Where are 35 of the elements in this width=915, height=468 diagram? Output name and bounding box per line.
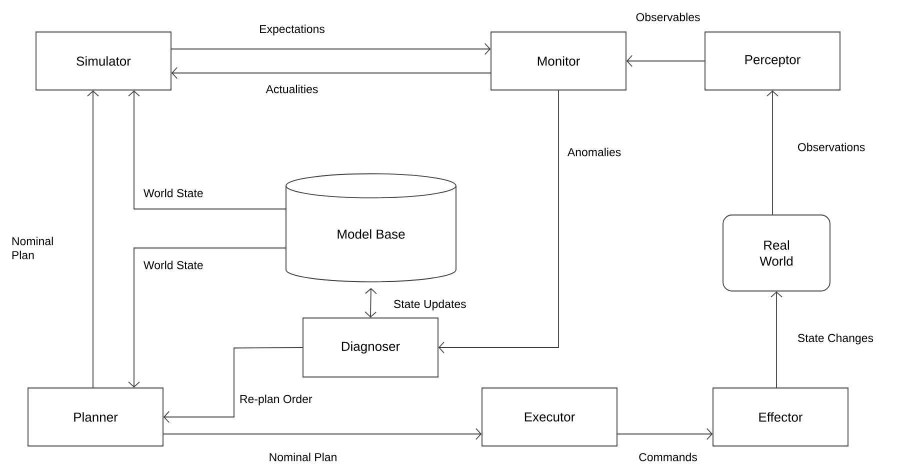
- process-box: Monitor: [490, 32, 626, 90]
- edge-label: Nominal Plan: [12, 236, 53, 260]
- process-box: Planner: [28, 388, 164, 446]
- edge-label: Re-plan Order: [240, 394, 312, 406]
- arrow: [163, 428, 482, 440]
- arrow: [171, 67, 491, 79]
- arrow: [617, 428, 713, 440]
- arrow: [163, 347, 303, 423]
- edge-label: State Changes: [798, 334, 874, 344]
- arrow: [128, 90, 286, 210]
- edge-label: Actualities: [266, 84, 318, 94]
- edge-label: Commands: [639, 452, 697, 462]
- arrow: [364, 288, 377, 318]
- process-box: Diagnoser: [302, 318, 438, 378]
- edge-label: Observations: [798, 142, 865, 152]
- arrow: [128, 248, 286, 388]
- edge-label: Nominal Plan: [270, 452, 336, 462]
- edge-label: State Updates: [394, 300, 466, 310]
- edge-label: Observables: [636, 12, 700, 22]
- edge-label: Anomalies: [567, 148, 621, 156]
- process-box: Effector: [712, 388, 848, 446]
- edge-label: Expectations: [260, 24, 324, 36]
- arrow: [438, 90, 559, 354]
- process-box: Simulator: [36, 32, 172, 90]
- process-box: Executor: [482, 388, 618, 446]
- process-box: Perceptor: [704, 32, 840, 90]
- arrow: [171, 43, 491, 55]
- edge-label: World State: [144, 260, 203, 270]
- database-cylinder: Model Base: [286, 173, 456, 282]
- arrow: [770, 291, 782, 388]
- arrow: [766, 90, 778, 215]
- arrow: [87, 90, 99, 388]
- rounded-box: Real World: [722, 214, 830, 292]
- edge-label: World State: [144, 188, 203, 198]
- arrow: [626, 55, 705, 67]
